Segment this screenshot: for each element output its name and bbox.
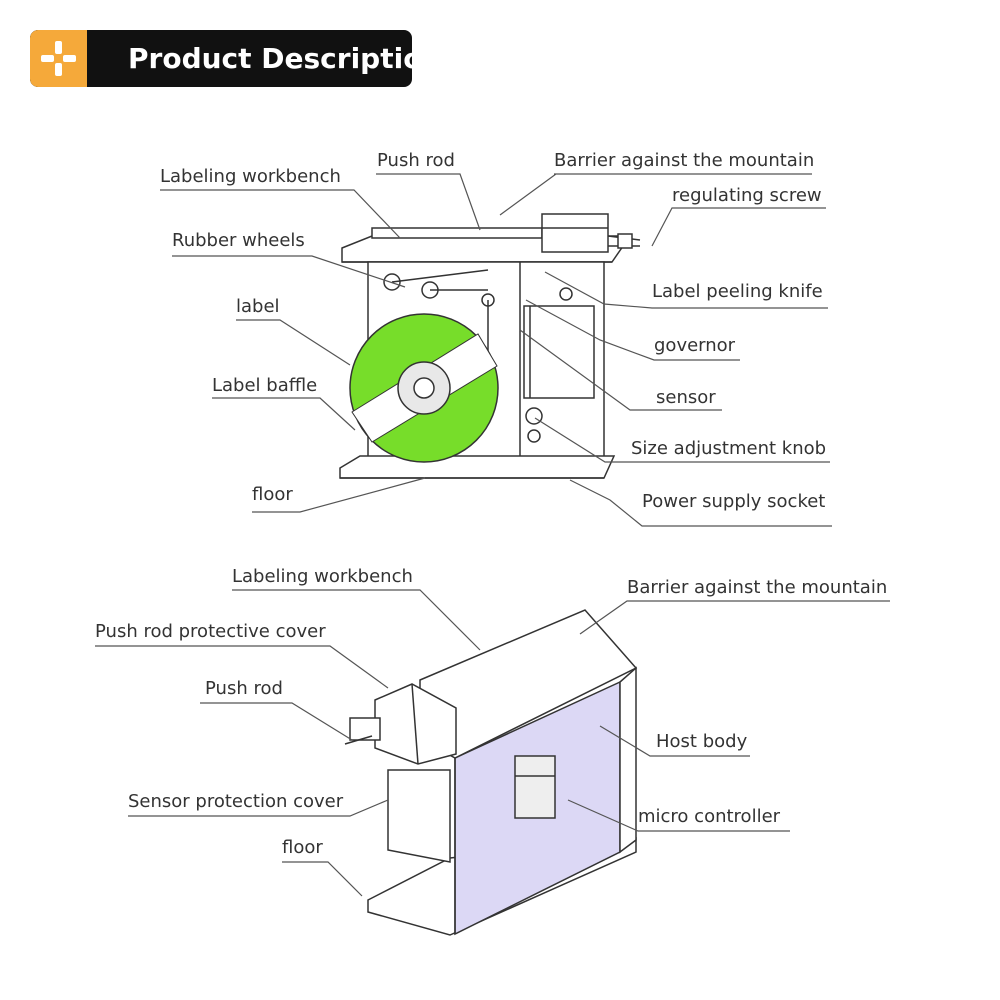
label-barrier-2: Barrier against the mountain bbox=[627, 577, 888, 598]
label-push-rod-2: Push rod bbox=[205, 678, 283, 699]
label-governor: governor bbox=[654, 335, 736, 356]
plus-icon bbox=[30, 30, 87, 87]
label-label: label bbox=[236, 296, 280, 317]
label-micro-controller: micro controller bbox=[638, 806, 781, 827]
label-rubber-wheels: Rubber wheels bbox=[172, 230, 305, 251]
label-push-rod: Push rod bbox=[377, 150, 455, 171]
label-labeling-workbench-2: Labeling workbench bbox=[232, 566, 413, 587]
label-push-rod-protective-cover: Push rod protective cover bbox=[95, 621, 326, 642]
label-floor: floor bbox=[252, 484, 293, 505]
label-regulating-screw: regulating screw bbox=[672, 185, 822, 206]
top-machine-drawing bbox=[339, 213, 641, 479]
label-size-adjustment-knob: Size adjustment knob bbox=[631, 438, 827, 459]
top-leader-lines bbox=[160, 173, 832, 527]
label-label-peeling-knife: Label peeling knife bbox=[652, 281, 823, 302]
label-sensor-protection-cover: Sensor protection cover bbox=[128, 791, 344, 812]
product-description-banner: Product Description bbox=[30, 30, 412, 87]
label-labeling-workbench: Labeling workbench bbox=[160, 166, 341, 187]
label-barrier: Barrier against the mountain bbox=[554, 150, 815, 171]
bottom-machine-drawing bbox=[344, 609, 638, 936]
page-title: Product Description bbox=[128, 42, 412, 75]
bottom-leader-lines bbox=[95, 589, 890, 897]
label-label-baffle: Label baffle bbox=[212, 375, 318, 396]
label-sensor: sensor bbox=[656, 387, 716, 408]
label-power-supply-socket: Power supply socket bbox=[642, 491, 826, 512]
label-host-body: Host body bbox=[656, 731, 748, 752]
label-floor-2: floor bbox=[282, 837, 323, 858]
